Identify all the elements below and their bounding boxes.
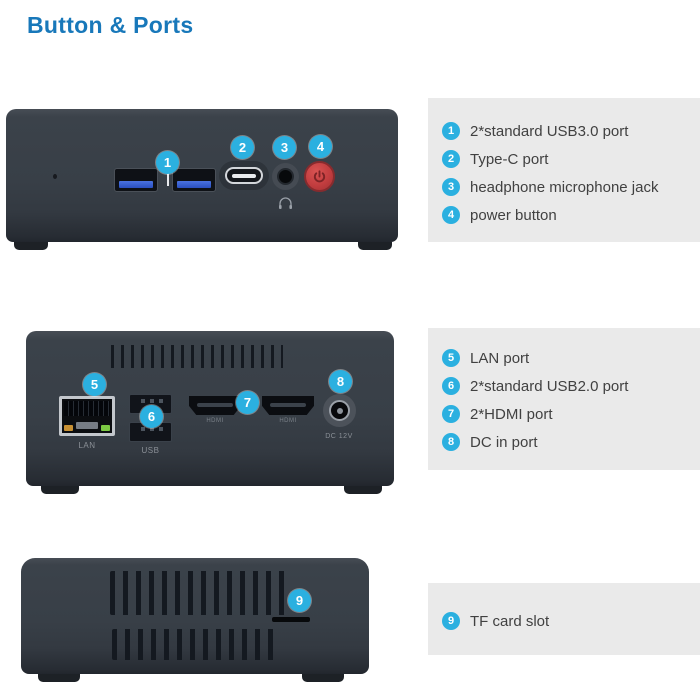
callout-usb2-ports: 6 xyxy=(140,405,163,428)
legend-item: 7 2*HDMI port xyxy=(428,405,700,423)
vent-grille-top xyxy=(110,571,288,615)
legend-number-badge: 9 xyxy=(442,612,460,630)
legend-item: 3 headphone microphone jack xyxy=(428,178,700,196)
legend-label: 2*standard USB3.0 port xyxy=(470,122,629,140)
usb2-pins xyxy=(136,399,165,403)
callout-type-c: 2 xyxy=(231,136,254,159)
dc-pin xyxy=(336,407,343,414)
callout-leader-line xyxy=(167,170,169,186)
vent-grille xyxy=(111,345,283,368)
legend-label: 2*standard USB2.0 port xyxy=(470,377,629,395)
hdmi-label-2: HDMI xyxy=(279,418,297,424)
callout-headphone-jack: 3 xyxy=(273,136,296,159)
rubber-foot xyxy=(302,674,344,682)
vent-grille-bottom xyxy=(112,629,278,660)
callout-hdmi-ports: 7 xyxy=(236,391,259,414)
legend-number-badge: 3 xyxy=(442,178,460,196)
legend-panel-bottom: 9 TF card slot xyxy=(428,583,700,655)
legend-number-badge: 6 xyxy=(442,377,460,395)
page-title: Button & Ports xyxy=(27,12,194,38)
usb3-tongue xyxy=(119,181,153,188)
legend-label: power button xyxy=(470,206,557,224)
legend-label: 2*HDMI port xyxy=(470,405,553,423)
callout-lan-port: 5 xyxy=(83,373,106,396)
lan-led-orange xyxy=(64,425,73,431)
legend-panel-rear: 5 LAN port 6 2*standard USB2.0 port 7 2*… xyxy=(428,328,700,470)
headphone-icon xyxy=(279,197,292,209)
legend-number-badge: 7 xyxy=(442,405,460,423)
usb3-port-1 xyxy=(114,168,158,192)
rubber-foot xyxy=(344,486,382,494)
rear-view: LAN USB HDMI HDMI DC 12V xyxy=(26,331,394,494)
lan-comb xyxy=(64,401,110,416)
legend-number-badge: 8 xyxy=(442,433,460,451)
hdmi-port-2 xyxy=(262,396,314,415)
hdmi-label-1: HDMI xyxy=(206,418,224,424)
legend-number-badge: 2 xyxy=(442,150,460,168)
legend-item: 5 LAN port xyxy=(428,349,700,367)
legend-number-badge: 4 xyxy=(442,206,460,224)
rubber-foot xyxy=(41,486,79,494)
usb2-pins xyxy=(136,427,165,431)
callout-power-button: 4 xyxy=(309,135,332,158)
callout-usb3-ports: 1 xyxy=(156,151,179,174)
front-view xyxy=(6,109,398,250)
lan-led-green xyxy=(101,425,110,431)
legend-label: headphone microphone jack xyxy=(470,178,659,196)
type-c-port xyxy=(225,167,263,184)
lan-label: LAN xyxy=(78,441,96,450)
headphone-jack xyxy=(272,163,299,190)
legend-item: 2 Type-C port xyxy=(428,150,700,168)
usb3-port-2 xyxy=(172,168,216,192)
rubber-foot xyxy=(38,674,80,682)
lan-port xyxy=(59,396,115,436)
legend-label: Type-C port xyxy=(470,150,549,168)
legend-item: 9 TF card slot xyxy=(428,612,700,630)
callout-tf-card-slot: 9 xyxy=(288,589,311,612)
legend-label: TF card slot xyxy=(470,612,550,630)
type-c-slit xyxy=(232,174,256,178)
dc-hole xyxy=(329,400,350,421)
callout-dc-in: 8 xyxy=(329,370,352,393)
usb-label: USB xyxy=(141,446,160,455)
rubber-foot xyxy=(14,242,48,250)
legend-label: LAN port xyxy=(470,349,530,367)
lan-latch xyxy=(76,422,98,429)
hdmi-slit xyxy=(270,403,306,407)
rubber-foot xyxy=(358,242,392,250)
hdmi-port-1 xyxy=(189,396,241,415)
power-button xyxy=(304,161,335,192)
jack-hole xyxy=(277,168,294,185)
usb3-tongue xyxy=(177,181,211,188)
hdmi-slit xyxy=(197,403,233,407)
usb2-port-top xyxy=(129,394,172,414)
dc-label: DC 12V xyxy=(325,433,353,440)
legend-item: 1 2*standard USB3.0 port xyxy=(428,122,700,140)
legend-label: DC in port xyxy=(470,433,538,451)
legend-item: 6 2*standard USB2.0 port xyxy=(428,377,700,395)
pinhole xyxy=(53,174,57,179)
tf-card-slot xyxy=(272,617,310,622)
dc-in-jack xyxy=(323,394,356,427)
power-icon xyxy=(313,170,326,183)
legend-number-badge: 1 xyxy=(442,122,460,140)
legend-number-badge: 5 xyxy=(442,349,460,367)
legend-item: 4 power button xyxy=(428,206,700,224)
bottom-view xyxy=(21,558,369,682)
legend-panel-front: 1 2*standard USB3.0 port 2 Type-C port 3… xyxy=(428,98,700,242)
legend-item: 8 DC in port xyxy=(428,433,700,451)
